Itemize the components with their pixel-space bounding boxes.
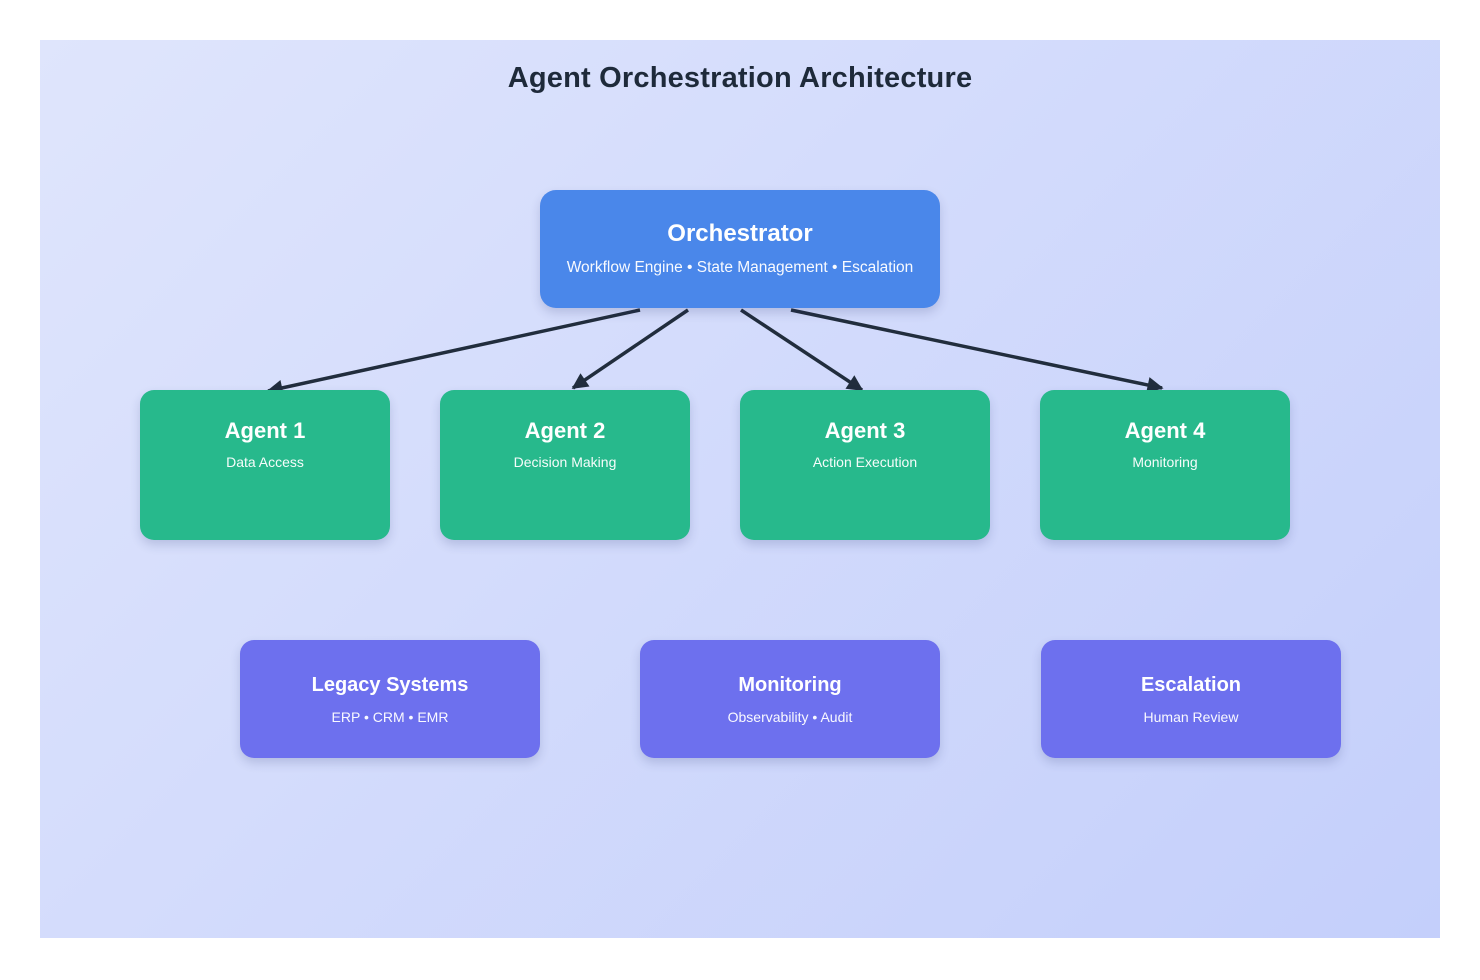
agent-4-node: Agent 4 Monitoring bbox=[1040, 390, 1290, 540]
agent-3-subtitle: Action Execution bbox=[812, 454, 918, 470]
agent-1-title: Agent 1 bbox=[224, 418, 306, 443]
agent-2-title: Agent 2 bbox=[524, 418, 606, 443]
agent-2-node: Agent 2 Decision Making bbox=[440, 390, 690, 540]
orchestrator-node: Orchestrator Workflow Engine • State Man… bbox=[540, 190, 940, 308]
agent-3-title: Agent 3 bbox=[824, 418, 906, 443]
agent-1-node: Agent 1 Data Access bbox=[140, 390, 390, 540]
diagram-canvas: Agent Orchestration Architecture Orchest… bbox=[40, 40, 1440, 938]
connector-arrow-agent-4 bbox=[790, 308, 1164, 393]
legacy-systems-title: Legacy Systems bbox=[311, 674, 469, 696]
escalation-node: Escalation Human Review bbox=[1041, 640, 1341, 758]
escalation-title: Escalation bbox=[1140, 674, 1242, 696]
agent-1-subtitle: Data Access bbox=[226, 454, 304, 470]
orchestrator-subtitle: Workflow Engine • State Management • Esc… bbox=[566, 259, 914, 276]
agent-4-title: Agent 4 bbox=[1124, 418, 1206, 443]
diagram-title: Agent Orchestration Architecture bbox=[507, 62, 973, 94]
connector-arrow-agent-1 bbox=[266, 308, 641, 396]
agent-3-node: Agent 3 Action Execution bbox=[740, 390, 990, 540]
agent-4-subtitle: Monitoring bbox=[1132, 454, 1198, 470]
agent-2-subtitle: Decision Making bbox=[513, 454, 617, 470]
legacy-systems-subtitle: ERP • CRM • EMR bbox=[331, 709, 449, 725]
orchestrator-title: Orchestrator bbox=[667, 220, 813, 247]
escalation-subtitle: Human Review bbox=[1143, 709, 1239, 725]
monitoring-title: Monitoring bbox=[738, 674, 842, 696]
monitoring-node: Monitoring Observability • Audit bbox=[640, 640, 940, 758]
connector-arrow-agent-2 bbox=[571, 308, 689, 390]
monitoring-subtitle: Observability • Audit bbox=[727, 709, 853, 725]
connector-arrow-agent-3 bbox=[740, 308, 864, 392]
legacy-systems-node: Legacy Systems ERP • CRM • EMR bbox=[240, 640, 540, 758]
